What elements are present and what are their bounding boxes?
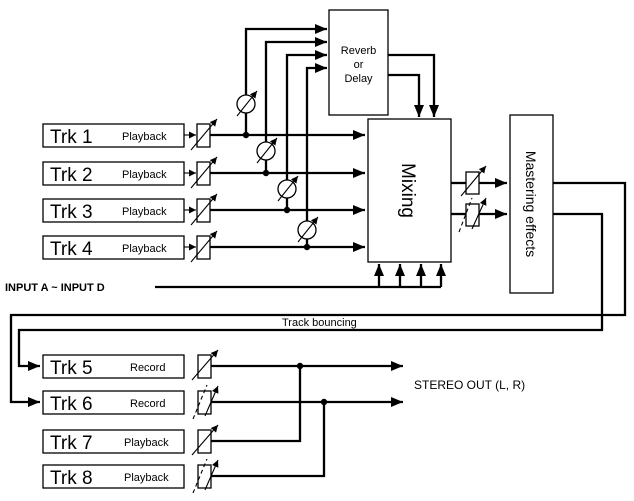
lower-faders bbox=[191, 349, 219, 494]
track-7-mode: Playback bbox=[124, 437, 169, 449]
knob-icon bbox=[277, 175, 299, 202]
track-6: Trk 6 Record bbox=[42, 390, 185, 415]
channel-faders bbox=[190, 118, 218, 263]
track-2-mode: Playback bbox=[122, 169, 167, 181]
track-3-mode: Playback bbox=[122, 206, 167, 218]
inputs: INPUT A ~ INPUT D bbox=[5, 264, 446, 294]
knob-icon bbox=[297, 216, 319, 243]
reverb-label-3: Delay bbox=[344, 73, 373, 85]
track-4: Trk 4 Playback bbox=[42, 235, 185, 260]
track-7: Trk 7 Playback bbox=[42, 429, 185, 454]
track-to-fader-arrows bbox=[184, 131, 196, 251]
track-5-mode: Record bbox=[130, 362, 165, 374]
track-3: Trk 3 Playback bbox=[42, 198, 185, 223]
reverb-delay-unit: Reverb or Delay bbox=[328, 9, 389, 116]
reverb-label-2: or bbox=[354, 59, 364, 71]
track-3-name: Trk 3 bbox=[50, 202, 93, 223]
reverb-label-1: Reverb bbox=[341, 45, 376, 57]
track-8-mode: Playback bbox=[124, 472, 169, 484]
mixer: Mixing bbox=[367, 118, 452, 263]
track-2: Trk 2 Playback bbox=[42, 161, 185, 186]
track-1-mode: Playback bbox=[122, 131, 167, 143]
send-level-knobs bbox=[236, 90, 319, 243]
track-8-box bbox=[42, 464, 185, 489]
mixer-outputs bbox=[451, 165, 507, 233]
mastering-box bbox=[509, 114, 554, 294]
knob-icon bbox=[256, 137, 278, 164]
track-6-box bbox=[42, 390, 185, 415]
bounce-routing: Track bouncing bbox=[9, 181, 627, 407]
stereo-out-label: STEREO OUT (L, R) bbox=[414, 378, 525, 392]
fader-icon bbox=[197, 429, 212, 454]
input-label: INPUT A ~ INPUT D bbox=[5, 282, 105, 294]
track-6-mode: Record bbox=[130, 398, 165, 410]
track-8-name: Trk 8 bbox=[50, 468, 93, 489]
track-2-name: Trk 2 bbox=[50, 165, 93, 186]
track-6-name: Trk 6 bbox=[50, 394, 93, 415]
fader-icon bbox=[465, 203, 480, 227]
knob-icon bbox=[236, 90, 258, 117]
track-5: Trk 5 Record bbox=[42, 354, 185, 379]
track-4-name: Trk 4 bbox=[50, 239, 93, 260]
mixer-label: Mixing bbox=[397, 163, 418, 218]
track-4-mode: Playback bbox=[122, 243, 167, 255]
bounce-label: Track bouncing bbox=[282, 317, 357, 329]
effect-send-lines bbox=[244, 24, 327, 247]
mastering-label: Mastering effects bbox=[523, 151, 539, 257]
reverb-return-lines bbox=[388, 53, 439, 117]
track-5-name: Trk 5 bbox=[50, 358, 93, 379]
track-7-box bbox=[42, 429, 185, 454]
mastering-unit: Mastering effects bbox=[509, 114, 554, 294]
track-5-box bbox=[42, 354, 185, 379]
track-1: Trk 1 Playback bbox=[42, 123, 185, 148]
stereo-out-lines: STEREO OUT (L, R) bbox=[211, 361, 525, 478]
mixer-box bbox=[367, 118, 452, 263]
branch-dots bbox=[242, 131, 311, 251]
reverb-box bbox=[328, 9, 389, 116]
track-1-name: Trk 1 bbox=[50, 127, 93, 148]
track-8: Trk 8 Playback bbox=[42, 464, 185, 489]
track-7-name: Trk 7 bbox=[50, 433, 93, 454]
fader-icon bbox=[197, 354, 212, 379]
